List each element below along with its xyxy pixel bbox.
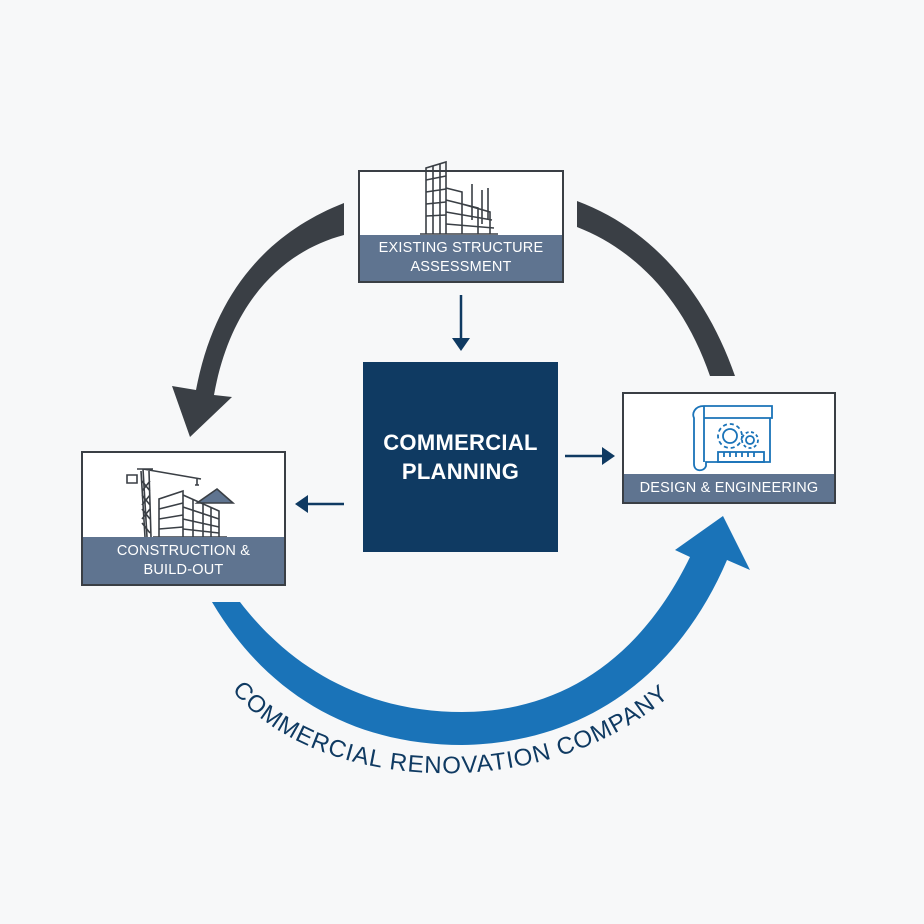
center-commercial-planning[interactable]: COMMERCIAL PLANNING <box>363 362 558 552</box>
center-title-line2: PLANNING <box>401 459 520 484</box>
stage-label-band: EXISTING STRUCTURE ASSESSMENT <box>360 235 562 281</box>
center-title-line1: COMMERCIAL <box>383 430 538 455</box>
arrow-planning-to-construction <box>295 495 344 513</box>
crane-building-icon <box>126 468 236 538</box>
blueprint-gears-icon <box>692 405 773 472</box>
stage-box-construction[interactable]: CONSTRUCTION & BUILD-OUT <box>81 451 286 586</box>
stage-label-line2: ASSESSMENT <box>410 259 512 275</box>
stage-label-line1: EXISTING STRUCTURE <box>378 240 544 256</box>
stage-box-design[interactable]: DESIGN & ENGINEERING <box>622 392 836 504</box>
stage-label-line2: BUILD-OUT <box>143 561 224 578</box>
arrow-construction-to-design <box>212 516 750 745</box>
stage-label-line1: DESIGN & ENGINEERING <box>639 479 819 496</box>
arc-assessment-to-design <box>577 201 735 376</box>
stage-label-line1: CONSTRUCTION & <box>116 542 251 559</box>
stage-box-assessment[interactable]: EXISTING STRUCTURE ASSESSMENT <box>358 160 564 283</box>
arrow-planning-to-design <box>565 447 615 465</box>
stage-label-band: DESIGN & ENGINEERING <box>624 474 834 502</box>
arrow-assessment-to-construction <box>172 203 344 437</box>
arrow-assessment-to-planning <box>452 295 470 351</box>
stage-label-band: CONSTRUCTION & BUILD-OUT <box>83 537 284 584</box>
building-frame-icon <box>420 160 498 235</box>
